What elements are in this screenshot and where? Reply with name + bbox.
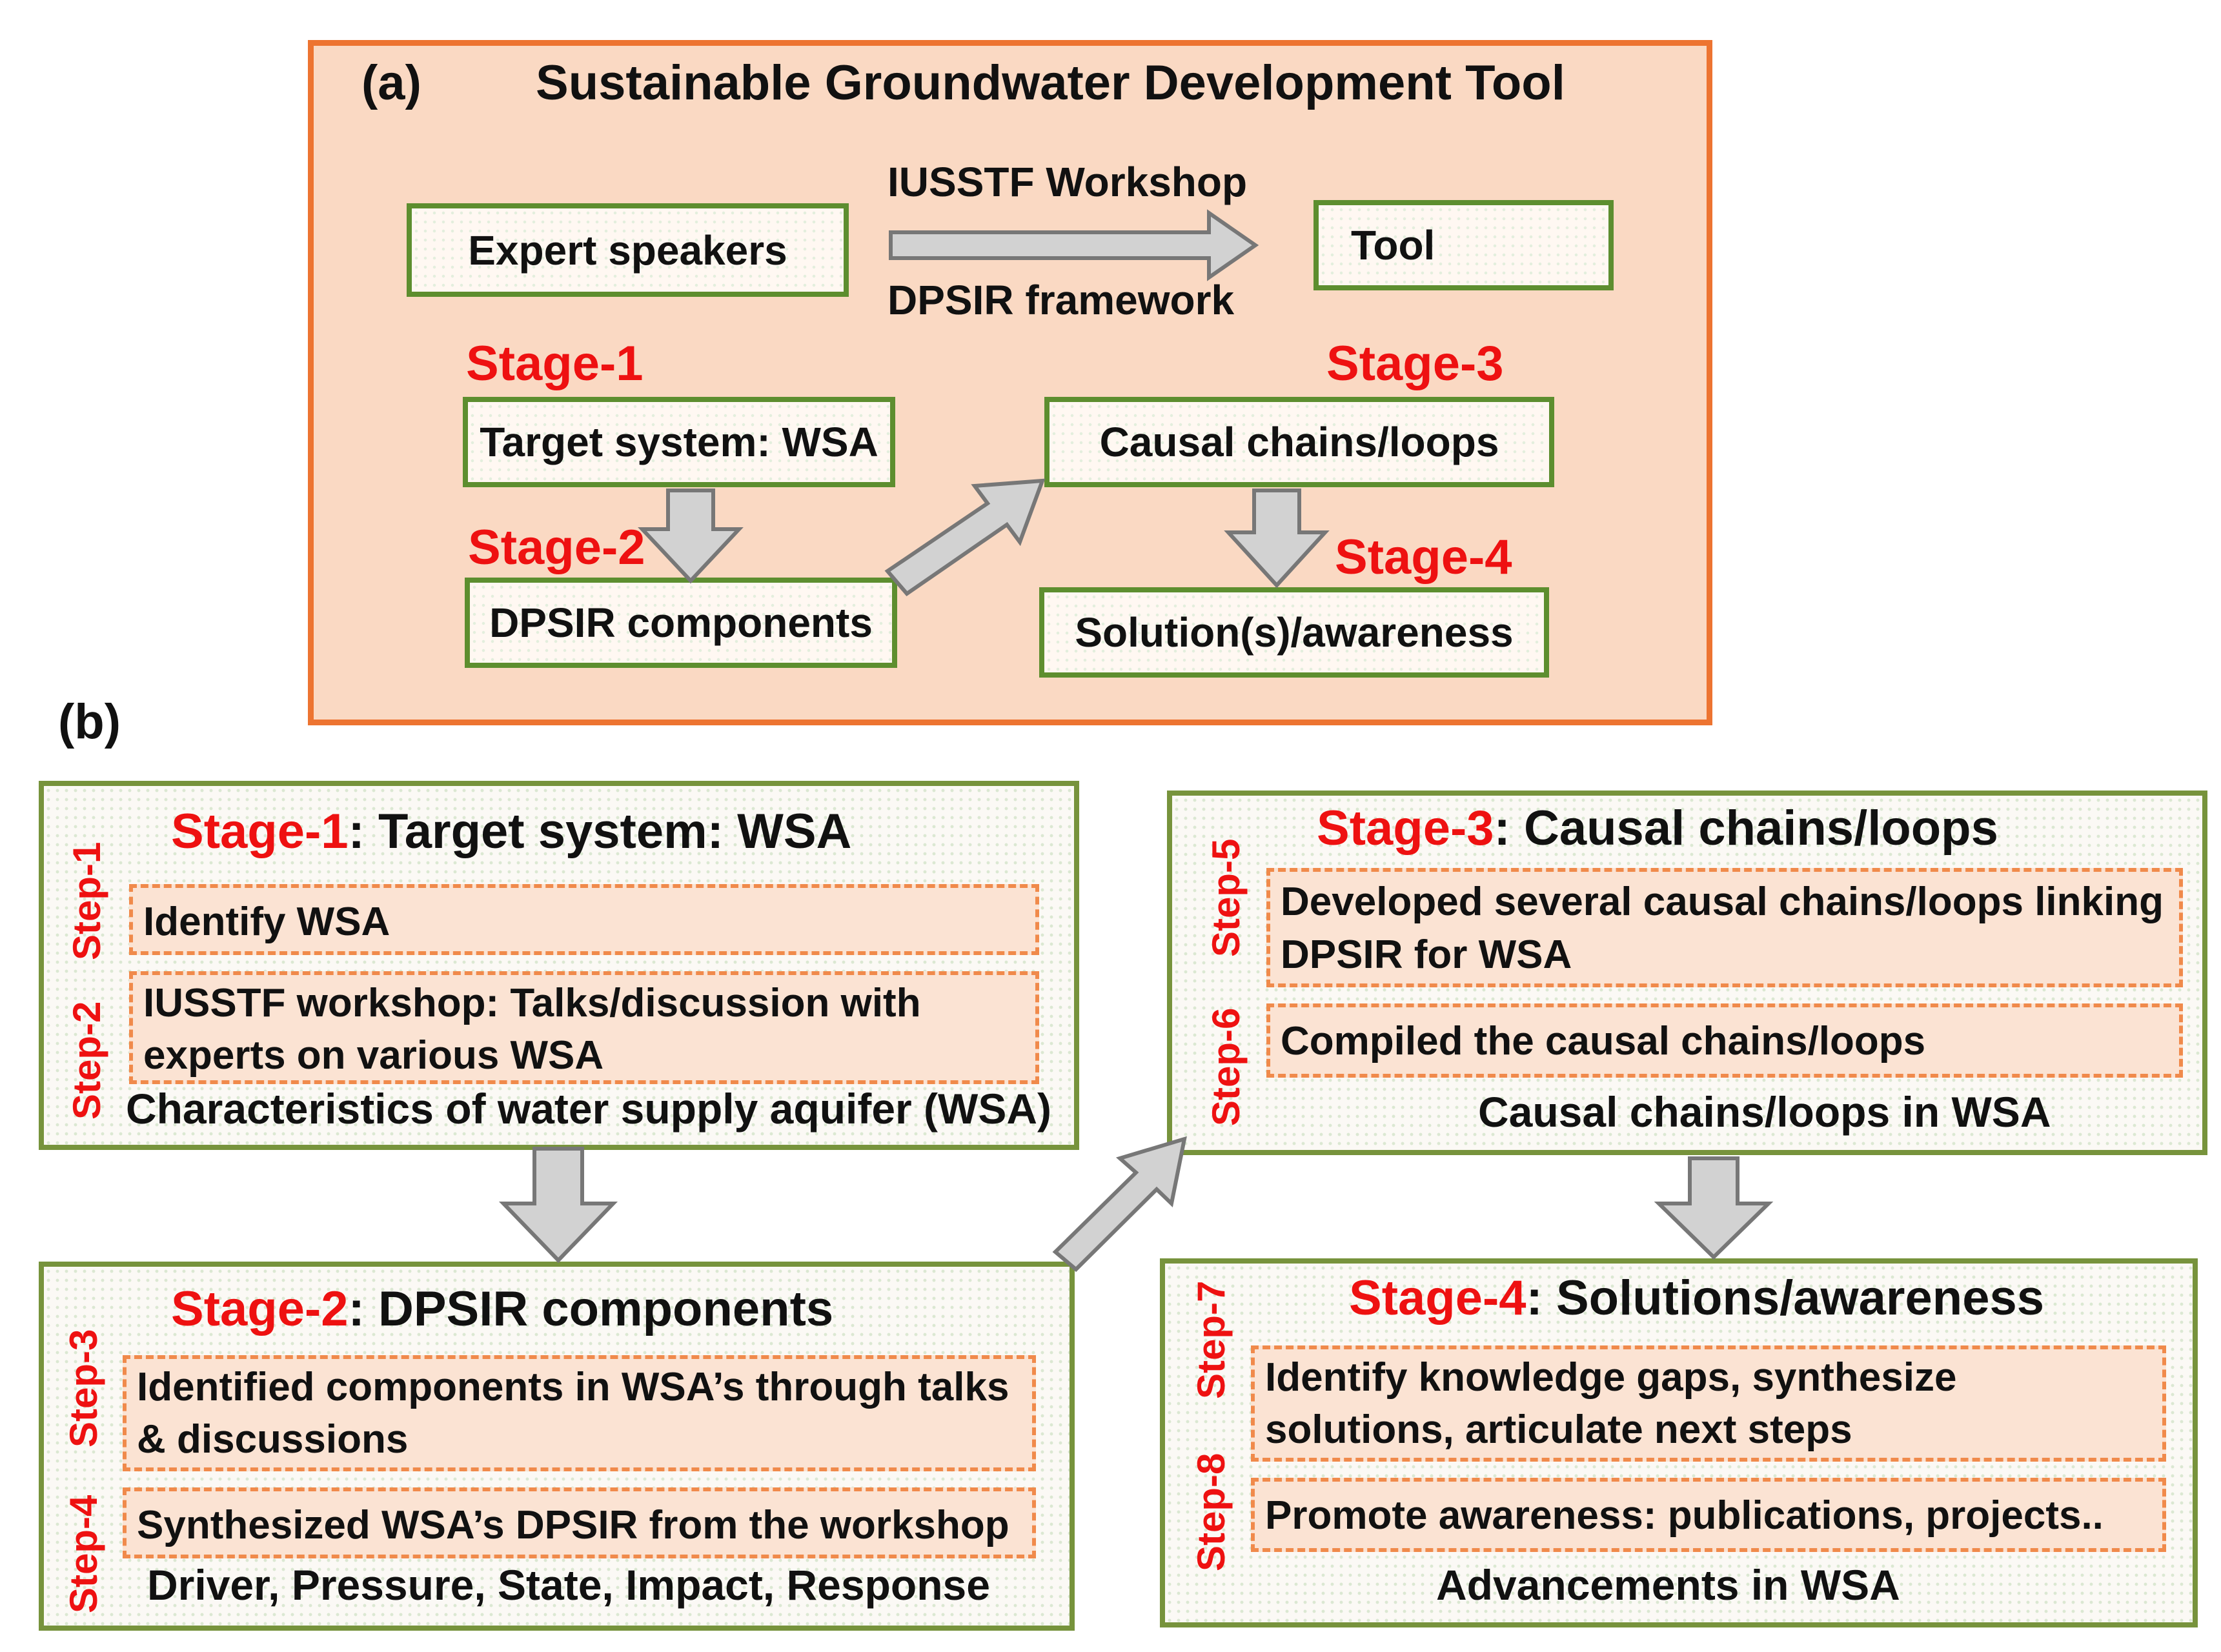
stage-1-step-labels: Step-2 Step-1 bbox=[65, 842, 109, 1120]
stage-4-card-title-text: : Solutions/awareness bbox=[1526, 1271, 2044, 1325]
b-stage3-to-stage4-arrow bbox=[1654, 1156, 1774, 1260]
stage2-to-stage3-arrow bbox=[884, 478, 1046, 597]
causal-chains-label: Causal chains/loops bbox=[1099, 419, 1499, 465]
dpsir-components-box: DPSIR components bbox=[465, 578, 897, 668]
step-6-label: Step-6 bbox=[1204, 1007, 1248, 1126]
step-3-label: Step-3 bbox=[62, 1329, 105, 1448]
stage-1-footer: Characteristics of water supply aquifer … bbox=[126, 1085, 1051, 1133]
step-8-label: Step-8 bbox=[1190, 1453, 1233, 1571]
step-1-label: Step-1 bbox=[65, 842, 108, 961]
stage-2-card-title-text: : DPSIR components bbox=[348, 1282, 834, 1336]
identified-components-text: Identified components in WSA’s through t… bbox=[137, 1365, 1009, 1462]
stage-4-card-title: Stage-4: Solutions/awareness bbox=[1349, 1270, 2044, 1326]
promote-awareness-text: Promote awareness: publications, project… bbox=[1265, 1493, 2104, 1538]
stage-3-footer: Causal chains/loops in WSA bbox=[1478, 1088, 2051, 1136]
tool-box: Tool bbox=[1313, 200, 1614, 290]
solutions-box: Solution(s)/awareness bbox=[1039, 587, 1549, 678]
panel-a-title: Sustainable Groundwater Development Tool bbox=[536, 55, 1565, 110]
stage-3-card-title: Stage-3: Causal chains/loops bbox=[1317, 800, 1998, 856]
stage-2-footer: Driver, Pressure, State, Impact, Respons… bbox=[147, 1561, 990, 1609]
stage-4-footer: Advancements in WSA bbox=[1436, 1561, 1900, 1609]
expert-speakers-box: Expert speakers bbox=[407, 203, 849, 297]
iusstf-workshop-item: IUSSTF workshop: Talks/discussion with e… bbox=[129, 971, 1039, 1084]
developed-chains-item: Developed several causal chains/loops li… bbox=[1266, 868, 2183, 987]
panel-b-label: (b) bbox=[58, 694, 121, 749]
compiled-chains-text: Compiled the causal chains/loops bbox=[1281, 1019, 1926, 1063]
stage-3-card-title-text: : Causal chains/loops bbox=[1494, 801, 1998, 856]
stage-3-label: Stage-3 bbox=[1326, 336, 1504, 391]
developed-chains-text: Developed several causal chains/loops li… bbox=[1281, 880, 2164, 977]
target-system-box: Target system: WSA bbox=[463, 397, 895, 487]
step-2-label: Step-2 bbox=[65, 1001, 108, 1120]
stage-2-label: Stage-2 bbox=[468, 520, 645, 575]
stage-3-card-stage: Stage-3 bbox=[1317, 801, 1494, 856]
workshop-to-tool-arrow bbox=[889, 209, 1259, 281]
step-7-label: Step-7 bbox=[1190, 1281, 1233, 1400]
stage-4-label: Stage-4 bbox=[1335, 530, 1512, 585]
stage-2-card-stage: Stage-2 bbox=[171, 1282, 349, 1336]
b-stage1-to-stage2-arrow bbox=[498, 1147, 618, 1264]
stage-4-card-stage: Stage-4 bbox=[1349, 1271, 1526, 1325]
stage-1-label: Stage-1 bbox=[466, 336, 644, 391]
identified-components-item: Identified components in WSA’s through t… bbox=[123, 1355, 1036, 1471]
stage-3-step-labels: Step-6 Step-5 bbox=[1204, 839, 1248, 1126]
step-4-label: Step-4 bbox=[62, 1495, 105, 1613]
solutions-label: Solution(s)/awareness bbox=[1075, 609, 1514, 656]
causal-chains-box: Causal chains/loops bbox=[1044, 397, 1554, 487]
dpsir-components-label: DPSIR components bbox=[489, 599, 873, 646]
framework-label: DPSIR framework bbox=[887, 277, 1235, 323]
tool-label: Tool bbox=[1351, 222, 1435, 268]
workshop-label: IUSSTF Workshop bbox=[887, 159, 1248, 205]
stage-1-card-title-text: : Target system: WSA bbox=[348, 804, 852, 859]
knowledge-gaps-item: Identify knowledge gaps, synthesize solu… bbox=[1251, 1345, 2166, 1462]
expert-speakers-label: Expert speakers bbox=[468, 227, 787, 274]
b-stage2-to-stage3-arrow bbox=[1052, 1136, 1187, 1273]
stage3-to-stage4-arrow bbox=[1224, 489, 1330, 589]
stage-2-card-title: Stage-2: DPSIR components bbox=[171, 1281, 833, 1337]
stage-1-card bbox=[39, 781, 1079, 1150]
target-system-label: Target system: WSA bbox=[480, 419, 878, 465]
compiled-chains-item: Compiled the causal chains/loops bbox=[1266, 1003, 2183, 1078]
synthesized-dpsir-item: Synthesized WSA’s DPSIR from the worksho… bbox=[123, 1487, 1036, 1558]
synthesized-dpsir-text: Synthesized WSA’s DPSIR from the worksho… bbox=[137, 1503, 1009, 1547]
identify-wsa-item: Identify WSA bbox=[129, 884, 1039, 955]
stage1-to-stage2-arrow bbox=[638, 489, 744, 584]
promote-awareness-item: Promote awareness: publications, project… bbox=[1251, 1478, 2166, 1552]
stage-1-card-title: Stage-1: Target system: WSA bbox=[171, 803, 851, 860]
iusstf-workshop-text: IUSSTF workshop: Talks/discussion with e… bbox=[143, 981, 921, 1078]
step-5-label: Step-5 bbox=[1204, 839, 1248, 958]
stage-1-card-stage: Stage-1 bbox=[171, 804, 349, 859]
panel-a-label: (a) bbox=[361, 55, 421, 110]
identify-wsa-text: Identify WSA bbox=[143, 900, 390, 944]
stage-2-step-labels: Step-4 Step-3 bbox=[61, 1329, 106, 1613]
stage-4-step-labels: Step-8 Step-7 bbox=[1189, 1281, 1233, 1571]
knowledge-gaps-text: Identify knowledge gaps, synthesize solu… bbox=[1265, 1355, 1957, 1452]
